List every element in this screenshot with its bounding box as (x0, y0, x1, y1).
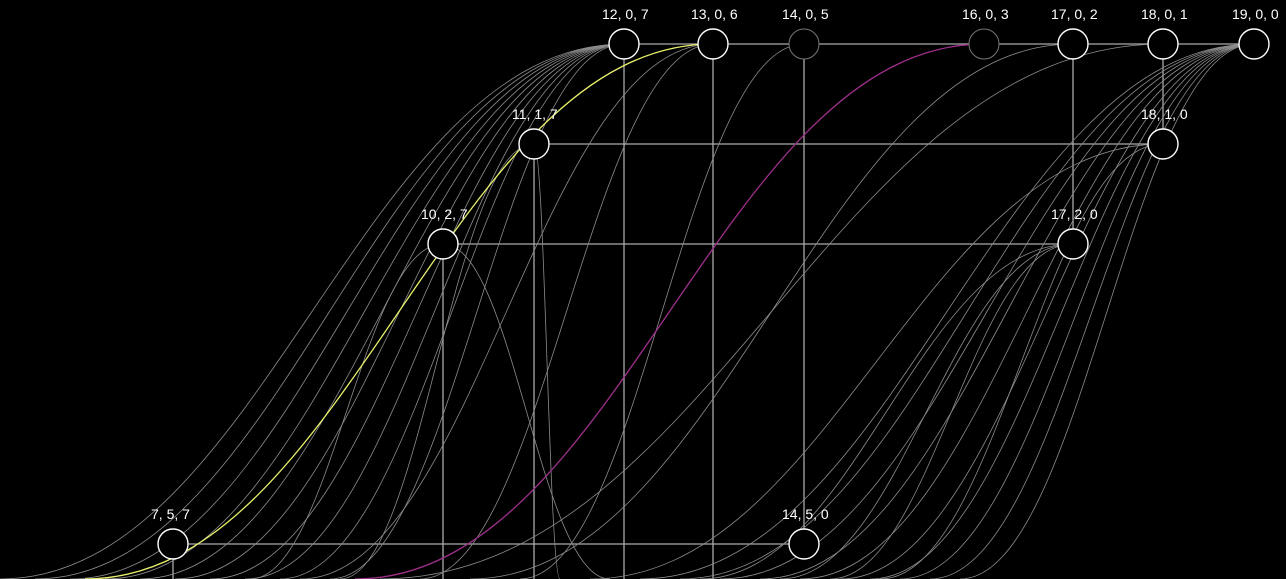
connection-curve (899, 43, 1255, 579)
connection-curve (533, 143, 561, 579)
graph-node (1147, 128, 1179, 160)
graph-node (1057, 228, 1089, 260)
graph-node (788, 528, 820, 560)
highlighted-curves (84, 43, 985, 579)
connection-curve (779, 243, 1074, 579)
connection-curve (519, 43, 805, 579)
connection-curve (869, 43, 1255, 579)
graph-node (968, 28, 1000, 60)
connection-curve (0, 43, 625, 579)
connection-curve (879, 143, 1164, 579)
connection-curve (339, 143, 535, 579)
connection-curve (639, 43, 1255, 579)
connection-curve (799, 43, 1255, 579)
connection-curve (249, 243, 444, 579)
connection-curve (279, 43, 625, 579)
connection-curve (829, 243, 1074, 579)
graph-node (518, 128, 550, 160)
connection-curve (719, 43, 1255, 579)
connection-curve (104, 43, 625, 579)
node-label: 13, 0, 6 (691, 6, 738, 22)
connection-curve (959, 43, 1255, 579)
node-label: 19, 0, 0 (1232, 6, 1279, 22)
graph-node (697, 28, 729, 60)
graph-node (157, 528, 189, 560)
connection-curve (759, 43, 1255, 579)
node-label: 11, 1, 7 (512, 106, 558, 122)
node-label: 7, 5, 7 (151, 506, 190, 522)
connection-curve (209, 43, 625, 579)
connection-curve (929, 43, 1255, 579)
connection-curve (469, 43, 1074, 579)
connection-curve (589, 143, 1164, 579)
node-label: 17, 2, 0 (1051, 206, 1098, 222)
highlighted-curve-purple (354, 43, 985, 579)
connection-curve (419, 43, 714, 579)
node-label: 16, 0, 3 (962, 6, 1009, 22)
node-label: 17, 0, 2 (1051, 6, 1098, 22)
connection-curve (699, 243, 1074, 579)
node-label: 18, 1, 0 (1141, 106, 1188, 122)
graph-node (1147, 28, 1179, 60)
connection-curve (442, 243, 611, 579)
connection-curves (0, 43, 1255, 579)
connection-curve (329, 43, 625, 579)
node-label: 14, 0, 5 (782, 6, 829, 22)
node-label: 18, 0, 1 (1141, 6, 1188, 22)
graph-node (1238, 28, 1270, 60)
graph-node (1057, 28, 1089, 60)
connection-curve (34, 43, 625, 579)
graph-node (608, 28, 640, 60)
graph-node (427, 228, 459, 260)
connection-curve (839, 43, 1255, 579)
connection-curve (299, 43, 714, 579)
graph-nodes: 12, 0, 7 13, 0, 6 14, 0, 5 16, 0, 3 17, 0, 2… (151, 6, 1279, 560)
node-label: 10, 2, 7 (421, 206, 468, 222)
connection-curve (244, 43, 625, 579)
node-label: 14, 5, 0 (782, 506, 829, 522)
node-label: 12, 0, 7 (602, 6, 649, 22)
connection-curve (139, 43, 625, 579)
graph-node (788, 28, 820, 60)
grid-lines (172, 43, 1254, 579)
highlighted-curve-yellow (84, 43, 714, 579)
connection-curve (679, 43, 1255, 579)
